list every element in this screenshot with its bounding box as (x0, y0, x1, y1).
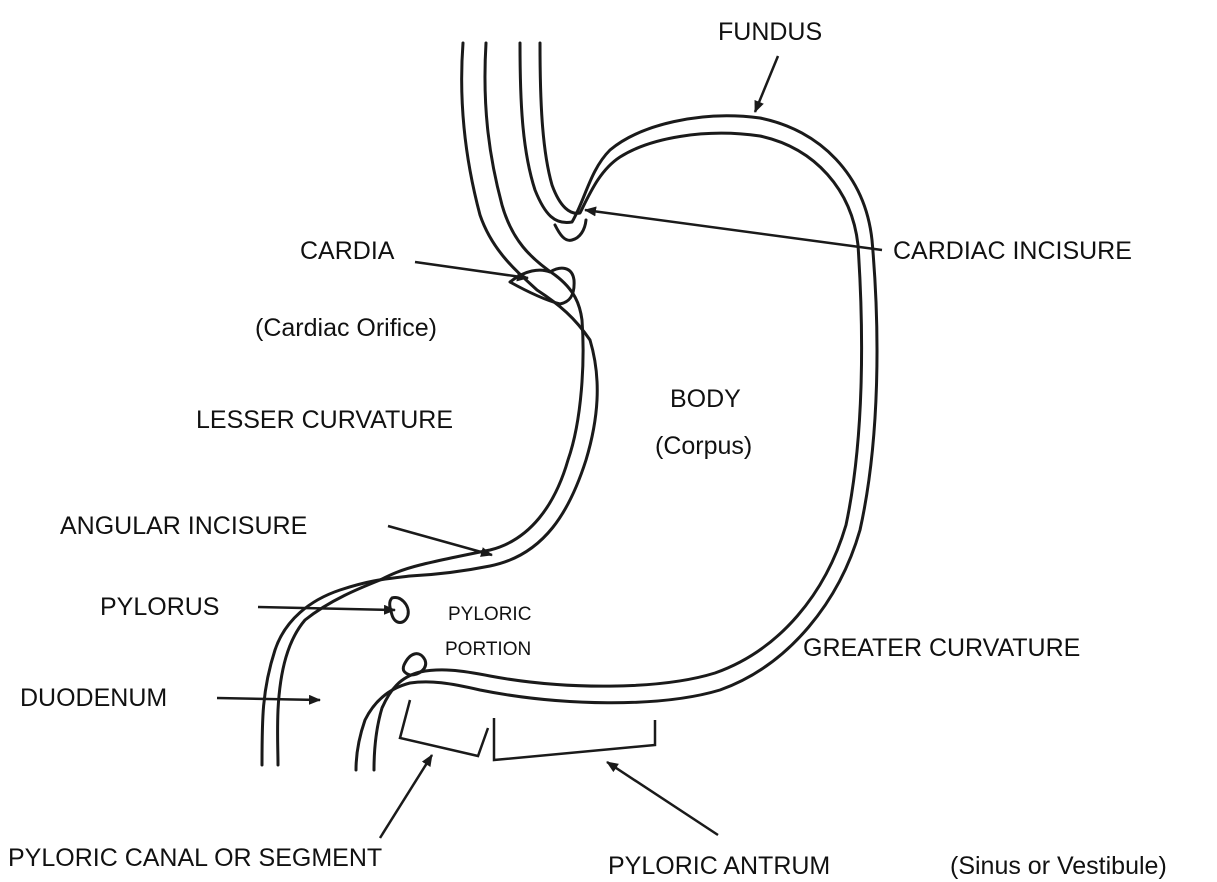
label-fundus: FUNDUS (718, 18, 822, 46)
label-sinus-vestibule: (Sinus or Vestibule) (950, 852, 1167, 880)
label-lesser-curvature: LESSER CURVATURE (196, 406, 453, 434)
duodenum-arrow (217, 698, 320, 700)
label-cardiac-orifice: (Cardiac Orifice) (255, 314, 437, 342)
label-body: BODY (670, 385, 741, 413)
label-pyloric-canal: PYLORIC CANAL OR SEGMENT (8, 844, 382, 872)
inner-wall-lesser-side (278, 43, 584, 765)
label-angular-incisure: ANGULAR INCISURE (60, 512, 307, 540)
fundus-arrow (755, 56, 778, 112)
pylorus-arrow (258, 607, 395, 610)
region-brackets (400, 700, 655, 760)
pyloric-antrum-arrow (607, 762, 718, 835)
cardiac-incisure-arrow (585, 210, 882, 250)
pyloric-canal-arrow (380, 755, 432, 838)
outer-wall-lesser-side (262, 43, 597, 765)
pyloric-canal-bracket (400, 700, 488, 756)
label-duodenum: DUODENUM (20, 684, 167, 712)
angular-incisure-arrow (388, 526, 492, 555)
pyloric-antrum-bracket (494, 718, 655, 760)
label-greater-curvature: GREATER CURVATURE (803, 634, 1080, 662)
pylorus-sphincter-lower (403, 654, 425, 675)
label-cardia: CARDIA (300, 237, 395, 265)
label-corpus: (Corpus) (655, 432, 752, 460)
label-cardiac-incisure: CARDIAC INCISURE (893, 237, 1132, 265)
label-pyloric-antrum: PYLORIC ANTRUM (608, 852, 830, 880)
label-pyloric: PYLORIC (448, 604, 531, 625)
label-pylorus: PYLORUS (100, 593, 219, 621)
label-portion: PORTION (445, 639, 531, 660)
